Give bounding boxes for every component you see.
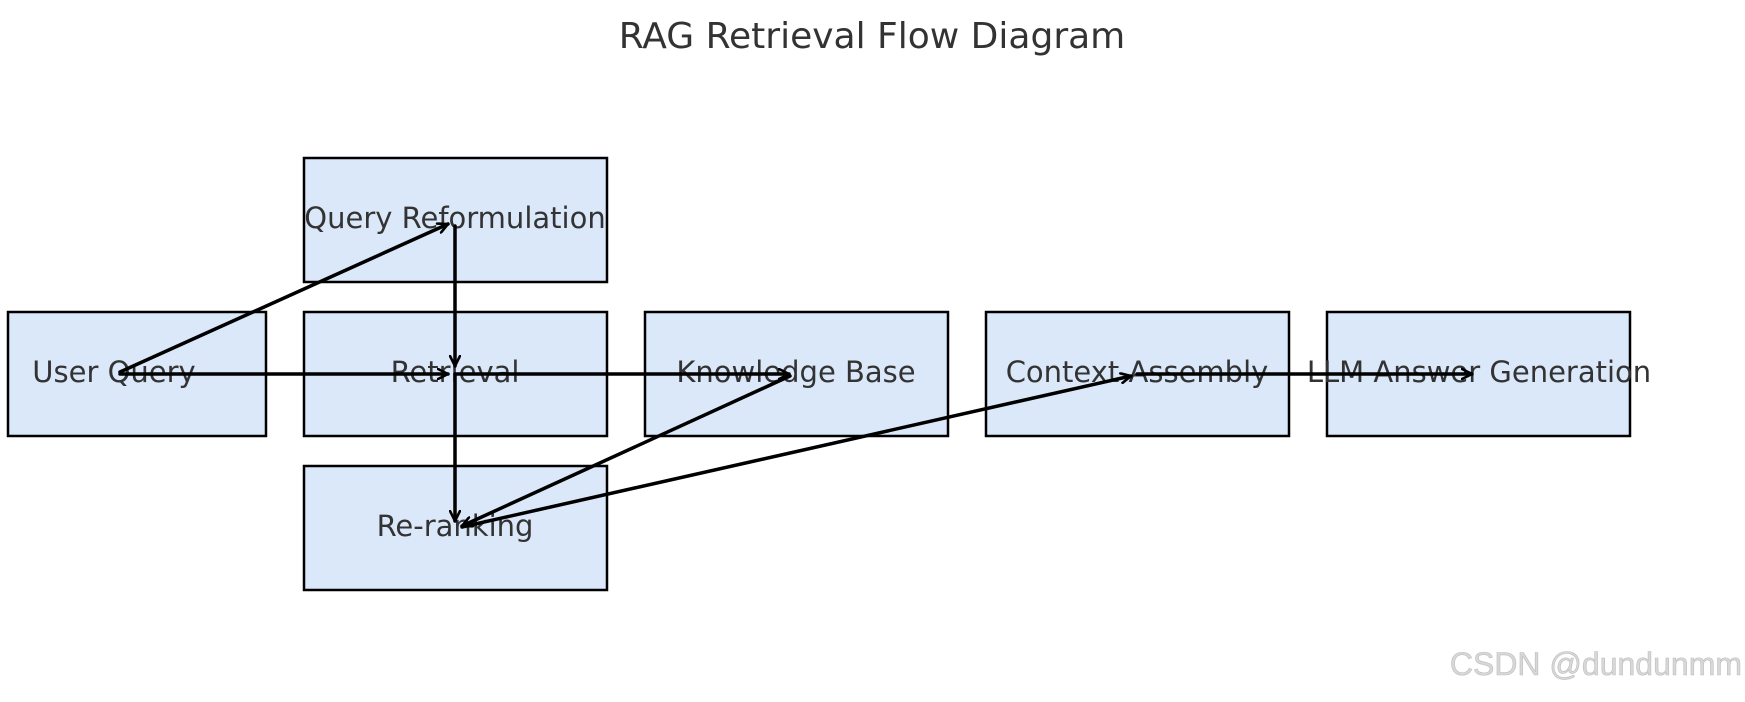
label-context-assembly: Context Assembly	[1006, 355, 1269, 389]
label-knowledge-base: Knowledge Base	[676, 355, 915, 389]
arrow-knowledge-base-to-re-ranking	[460, 374, 792, 528]
watermark: CSDN @dundunmm	[1450, 646, 1742, 682]
label-llm-answer-generation: LLM Answer Generation	[1307, 355, 1651, 389]
arrow-re-ranking-to-context-assembly	[460, 376, 1133, 529]
label-user-query: User Query	[32, 355, 195, 389]
arrow-user-query-to-query-reformulation	[118, 222, 450, 374]
diagram-title: RAG Retrieval Flow Diagram	[619, 16, 1126, 57]
